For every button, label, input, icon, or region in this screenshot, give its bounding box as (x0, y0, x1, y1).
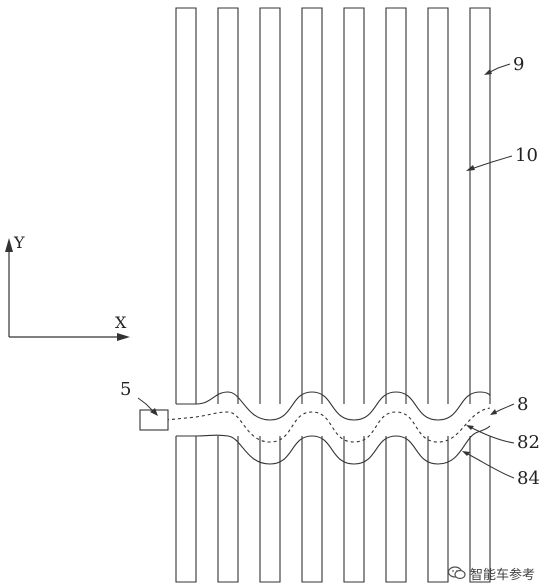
leader-10 (467, 155, 513, 171)
arrowhead-5 (150, 408, 158, 416)
arrowhead-10 (466, 165, 475, 171)
strip-3-upper (259, 7, 281, 404)
watermark: 智能车参考 (448, 562, 548, 584)
axis-label-x: X (115, 313, 127, 332)
watermark-text: 智能车参考 (470, 567, 536, 583)
strip-2-upper (217, 7, 239, 404)
leader-84 (463, 451, 515, 479)
arrowhead-82 (466, 425, 474, 430)
arrowhead-84 (462, 451, 470, 456)
ref-label-82: 82 (517, 432, 540, 453)
strip-8-upper (469, 7, 491, 404)
strip-3-lower (259, 436, 281, 583)
strip-7-upper (427, 7, 449, 404)
channel-lower-boundary (176, 425, 491, 465)
ref-label-9: 9 (513, 54, 524, 75)
ref-label-84: 84 (517, 468, 540, 489)
strip-4-lower (301, 436, 323, 583)
ref-label-10: 10 (515, 145, 538, 166)
ref-label-8: 8 (517, 394, 528, 415)
y-axis-arrow (5, 238, 13, 252)
strip-2-lower (217, 436, 239, 583)
strip-1-upper (175, 7, 197, 404)
strip-7-lower (427, 436, 449, 583)
strip-8-lower (469, 436, 491, 583)
leader-arrowheads (150, 69, 497, 456)
chat-bubble-icon (448, 566, 466, 580)
strip-5-lower (343, 436, 365, 583)
x-axis-arrow (117, 333, 130, 341)
strip-6-upper (385, 7, 407, 404)
channel-upper-boundary (176, 391, 491, 421)
arrowhead-8 (490, 409, 497, 415)
axis-label-y: Y (13, 233, 25, 252)
leader-82 (467, 425, 515, 444)
ref-label-5: 5 (120, 379, 131, 400)
coordinate-axes (8, 244, 126, 338)
leader-lines (137, 63, 515, 479)
strip-6-lower (385, 436, 407, 583)
arrowhead-9 (484, 69, 492, 75)
strip-upper-group (175, 7, 491, 404)
strip-1-lower (175, 436, 197, 583)
strip-lower-group (175, 436, 491, 583)
channel-centerline (165, 407, 491, 443)
strip-5-upper (343, 7, 365, 404)
strip-4-upper (301, 7, 323, 404)
